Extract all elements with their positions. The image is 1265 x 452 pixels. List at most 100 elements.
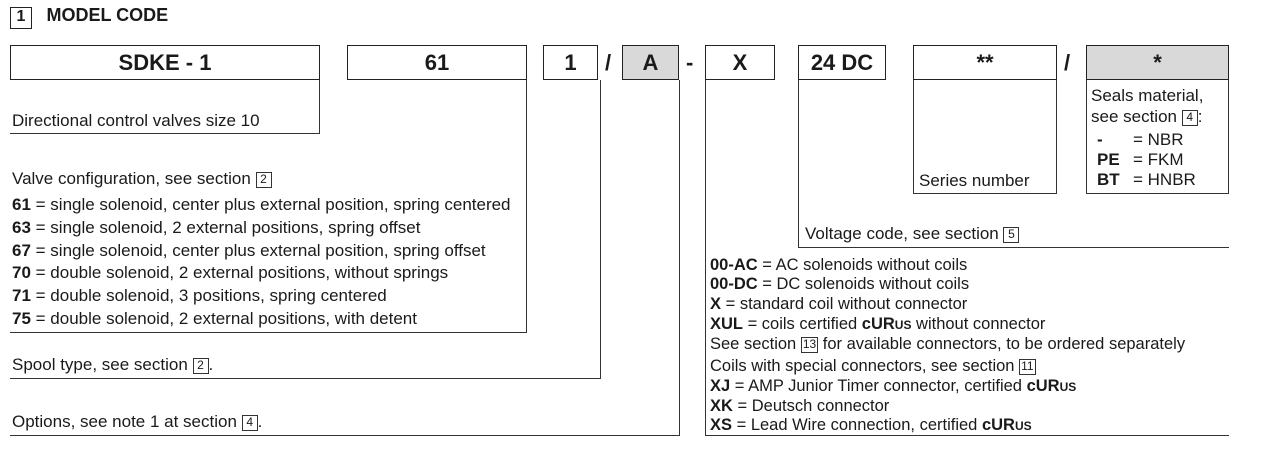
config-code: 67 — [12, 241, 31, 260]
coil-code: XS — [710, 416, 733, 434]
certification-mark: cURUS — [981, 416, 1032, 434]
seals-code: BT — [1097, 170, 1120, 189]
config-item: 75 = double solenoid, 2 external positio… — [12, 309, 417, 329]
section-title: MODEL CODE — [46, 5, 169, 25]
connector-note: See section 13 for available connectors,… — [710, 335, 1186, 353]
leader-line — [526, 80, 527, 332]
seals-text: = NBR — [1133, 130, 1184, 149]
coil-item: XK = Deutsch connector — [710, 396, 889, 416]
config-label-row: Valve configuration, see section 2 — [12, 169, 272, 189]
code-separator-slash: / — [605, 50, 612, 75]
seals-subtitle: see section 4: — [1091, 107, 1202, 127]
coil-text: = DC solenoids without coils — [757, 275, 970, 293]
leader-line — [705, 435, 1229, 436]
code-separator-dash: - — [686, 50, 694, 75]
code-box-voltage: 24 DC — [798, 45, 886, 80]
coil-item: 00-DC = DC solenoids without coils — [710, 274, 969, 294]
seals-item: - = NBR — [1097, 130, 1184, 150]
seals-text: = FKM — [1133, 150, 1184, 169]
coil-text-tail: without connector — [911, 315, 1046, 333]
config-text: = single solenoid, center plus external … — [30, 195, 511, 214]
leader-line — [679, 80, 680, 435]
seals-title: Seals material, — [1091, 86, 1204, 105]
code-box-series: ** — [913, 45, 1057, 80]
leader-line — [913, 80, 914, 193]
coil-code: X — [710, 295, 722, 313]
leader-line — [913, 193, 1057, 194]
config-text: = double solenoid, 2 external positions,… — [30, 309, 417, 328]
coil-text: = AC solenoids without coils — [757, 256, 968, 274]
series-description: Series number — [919, 171, 1030, 190]
config-item: 71 = double solenoid, 3 positions, sprin… — [12, 286, 387, 306]
coil-item: XUL = coils certified cURUS without conn… — [710, 314, 1045, 335]
certification-mark: cURUS — [861, 315, 912, 333]
seals-code: - — [1097, 130, 1103, 149]
seals-item: PE = FKM — [1097, 150, 1184, 170]
coil-code: 00-DC — [710, 275, 758, 293]
coil-text: = Deutsch connector — [732, 397, 890, 415]
leader-line — [1228, 80, 1229, 193]
config-item: 61 = single solenoid, center plus extern… — [12, 195, 511, 215]
seals-text: = HNBR — [1133, 170, 1196, 189]
seals-see-section: see section — [1091, 107, 1177, 126]
section-ref-badge: 4 — [241, 415, 258, 431]
coil-item: 00-AC = AC solenoids without coils — [710, 255, 967, 275]
options-description: Options, see note 1 at section 4. — [12, 412, 262, 432]
coil-text: = standard coil without connector — [721, 295, 968, 313]
config-code: 75 — [12, 309, 31, 328]
config-item: 63 = single solenoid, 2 external positio… — [12, 218, 420, 238]
code-box-coil: X — [705, 45, 775, 80]
coil-text: = AMP Junior Timer connector, certified — [730, 377, 1027, 395]
config-item: 67 = single solenoid, center plus extern… — [12, 241, 486, 261]
code-separator-slash-2: / — [1064, 50, 1071, 75]
voltage-label: Voltage code, see section — [805, 224, 999, 243]
family-description: Directional control valves size 10 — [12, 111, 260, 130]
section-ref-badge: 11 — [1019, 359, 1036, 375]
spool-label: Spool type, see section — [12, 355, 188, 374]
config-text: = double solenoid, 3 positions, spring c… — [30, 286, 387, 305]
config-item: 70 = double solenoid, 2 external positio… — [12, 263, 448, 283]
coil-code: XK — [710, 397, 733, 415]
leader-line — [10, 378, 601, 379]
seals-item: BT = HNBR — [1097, 170, 1196, 190]
leader-line — [600, 80, 601, 378]
coil-code: XJ — [710, 377, 731, 395]
special-connectors-heading: Coils with special connectors, see secti… — [710, 357, 1036, 375]
seals-colon: : — [1197, 107, 1203, 126]
seals-code: PE — [1097, 150, 1120, 169]
leader-line — [10, 435, 680, 436]
coil-item: XJ = AMP Junior Timer connector, certifi… — [710, 376, 1076, 397]
options-tail: . — [257, 412, 263, 431]
voltage-description: Voltage code, see section 5 — [805, 224, 1020, 244]
code-box-family: SDKE - 1 — [10, 45, 320, 80]
leader-line — [1056, 80, 1057, 193]
config-code: 70 — [12, 263, 31, 282]
leader-line — [705, 80, 706, 435]
code-box-options: A — [622, 45, 679, 80]
spool-description: Spool type, see section 2. — [12, 355, 213, 375]
code-box-seals: * — [1086, 45, 1229, 80]
leader-line — [1086, 193, 1229, 194]
config-code: 71 — [12, 286, 31, 305]
section-header: 1 MODEL CODE — [10, 5, 168, 29]
section-number: 1 — [10, 7, 32, 29]
spool-tail: . — [208, 355, 214, 374]
section-ref-badge: 2 — [192, 358, 209, 374]
config-text: = single solenoid, center plus external … — [30, 241, 486, 260]
leader-line — [798, 247, 1229, 248]
config-code: 61 — [12, 195, 31, 214]
leader-line — [1086, 80, 1087, 193]
coil-item: XS = Lead Wire connection, certified cUR… — [710, 415, 1032, 436]
coil-code: XUL — [710, 315, 743, 333]
certification-mark: cURUS — [1026, 377, 1077, 395]
leader-line — [319, 80, 320, 133]
coil-item: X = standard coil without connector — [710, 294, 967, 314]
coil-text: = coils certified — [743, 315, 862, 333]
section-ref-badge: 2 — [255, 172, 272, 188]
code-box-configuration: 61 — [347, 45, 527, 80]
leader-line — [10, 332, 527, 333]
config-text: = single solenoid, 2 external positions,… — [30, 218, 421, 237]
config-label: Valve configuration, see section — [12, 169, 251, 188]
leader-line — [10, 133, 320, 134]
section-ref-badge: 13 — [800, 337, 819, 353]
